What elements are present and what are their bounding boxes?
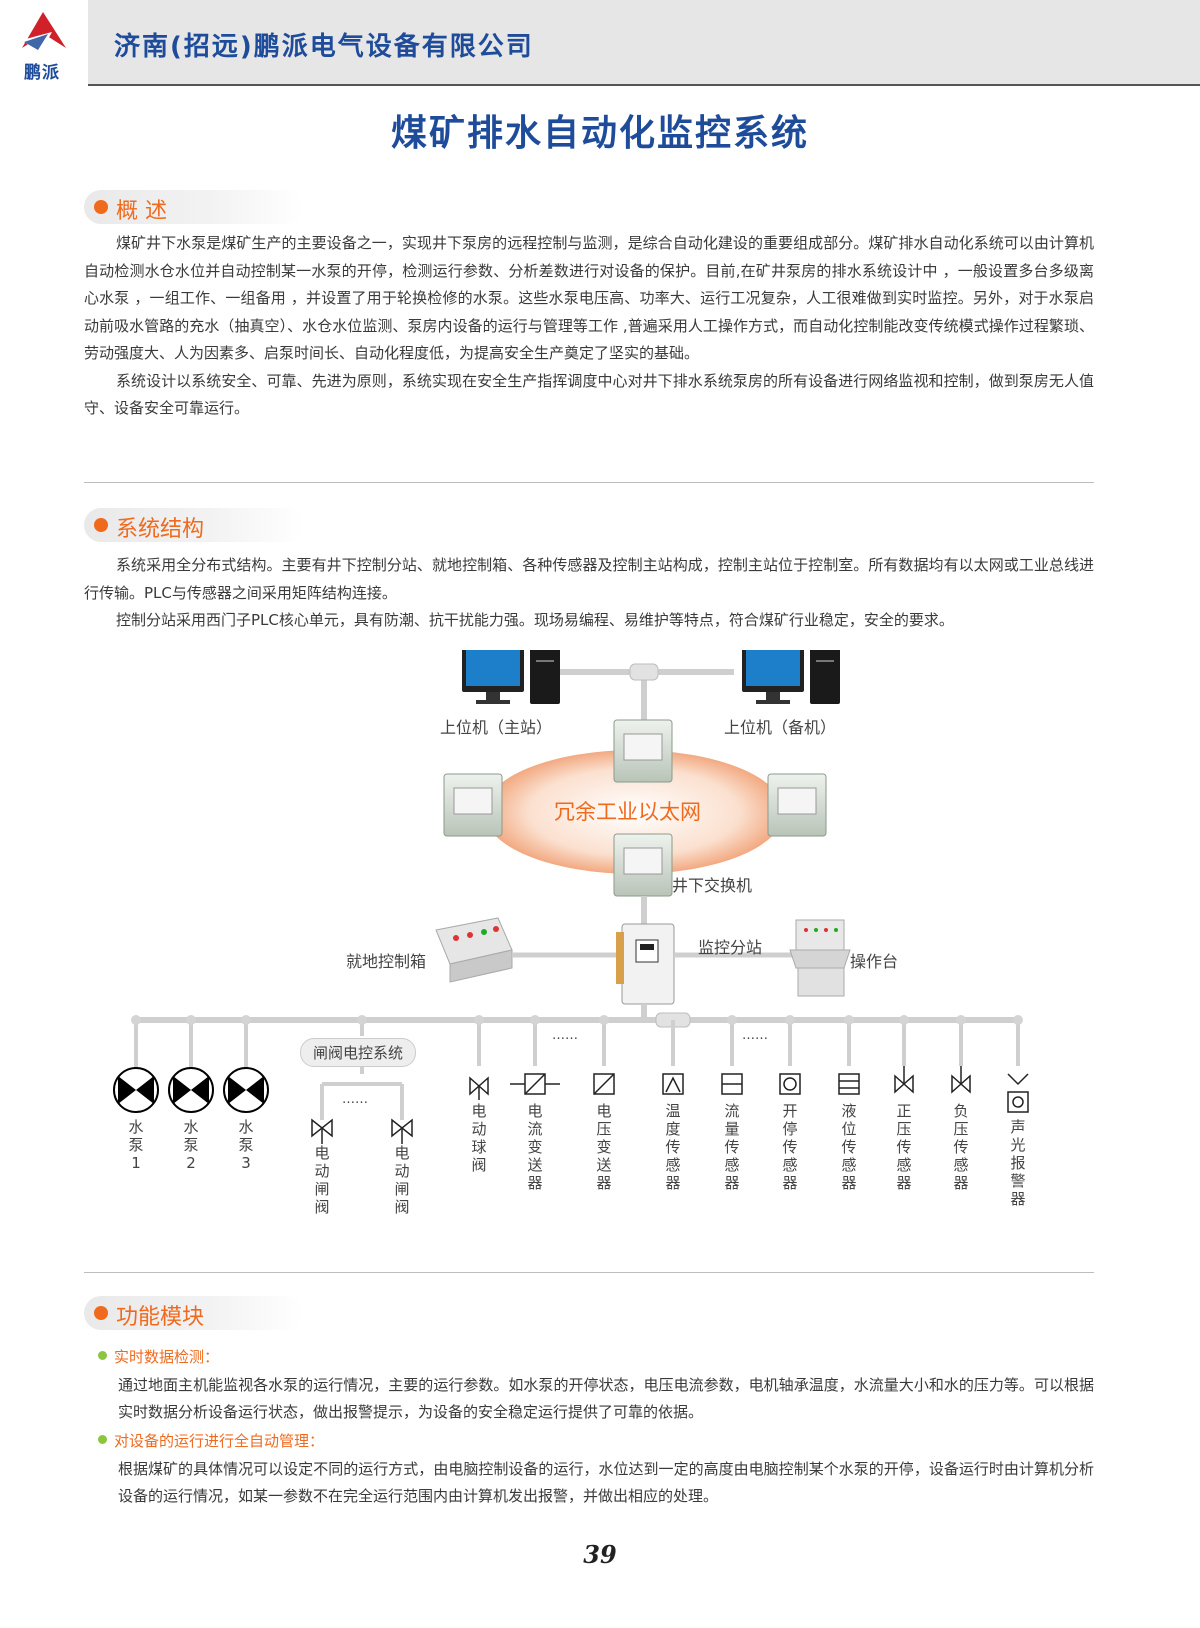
section-heading-functions: 功能模块 [84, 1296, 304, 1330]
logo-text: 鹏派 [24, 63, 60, 83]
pump-3-icon [223, 1067, 269, 1113]
monitoring-substation [616, 923, 675, 1005]
ethernet-ring [484, 750, 784, 874]
label-console: 操作台 [850, 952, 899, 971]
alarm-icon [1007, 1073, 1029, 1113]
flow-sensor-icon [721, 1073, 743, 1095]
label-switch: 井下交换机 [672, 876, 753, 895]
label-start-stop-sensor: 开停传感器 [782, 1102, 798, 1192]
paragraph: 系统设计以系统安全、可靠、先进为原则，系统实现在安全生产指挥调度中心对井下排水系… [84, 371, 1094, 418]
section-title: 功能模块 [116, 1305, 205, 1330]
function-item-body: 根据煤矿的具体情况可以设定不同的运行方式，由电脑控制设备的运行，水位达到一定的高… [118, 1460, 1094, 1505]
pump-2-icon [168, 1067, 214, 1113]
section-divider [84, 482, 1094, 483]
section-heading-overview: 概 述 [84, 190, 304, 224]
system-structure-diagram: 上位机（主站） 上位机（备机） 冗余工业以太网 井下交换机 就地控制箱 监控分站… [84, 650, 1094, 1250]
label-alarm: 声光报警器 [1010, 1118, 1026, 1208]
label-pump-2: 水泵2 [183, 1118, 199, 1172]
voltage-transmitter-icon [593, 1073, 615, 1095]
device-symbols [469, 1066, 1029, 1113]
switch-cabinet-right [767, 773, 827, 837]
label-substation: 监控分站 [698, 938, 763, 957]
bullet-icon [94, 200, 108, 214]
diagram-graphics [113, 650, 1029, 1144]
underground-switch-cabinet [613, 833, 673, 897]
gate-valve-icons [311, 1118, 413, 1144]
label-temperature-sensor: 温度传感器 [665, 1102, 681, 1192]
ball-valve-icon [469, 1076, 489, 1100]
switch-cabinet-left [443, 773, 503, 837]
label-level-sensor: 液位传感器 [841, 1102, 857, 1192]
device-dots-right: …… [742, 1028, 768, 1043]
switch-cabinet-top [613, 719, 673, 783]
operator-console [789, 919, 851, 997]
company-name: 济南(招远)鹏派电气设备有限公司 [114, 32, 534, 62]
company-logo: 鹏派 [0, 0, 88, 86]
paragraph: 煤矿井下水泵是煤矿生产的主要设备之一，实现井下泵房的远程控制与监测，是综合自动化… [84, 234, 1094, 362]
section-divider [84, 1272, 1094, 1273]
label-local-box: 就地控制箱 [346, 952, 427, 971]
start-stop-sensor-icon [779, 1073, 801, 1095]
function-item-title: 实时数据检测： [98, 1346, 219, 1367]
label-current-transmitter: 电流变送器 [527, 1102, 543, 1192]
label-host-main: 上位机（主站） [440, 718, 553, 737]
logo-arrow-icon [22, 12, 66, 54]
label-negative-pressure-sensor: 负压传感器 [953, 1102, 969, 1192]
label-pump-1: 水泵1 [128, 1118, 144, 1172]
green-bullet-icon [98, 1351, 107, 1360]
function-item-title: 对设备的运行进行全自动管理： [98, 1430, 324, 1451]
paragraph: 系统采用全分布式结构。主要有井下控制分站、就地控制箱、各种传感器及控制主站构成，… [84, 556, 1094, 602]
label-voltage-transmitter: 电压变送器 [596, 1102, 612, 1192]
pump-1-icon [113, 1067, 159, 1113]
gate-valve-1-icon [311, 1118, 333, 1144]
section-heading-structure: 系统结构 [84, 508, 304, 542]
page-number: 39 [583, 1540, 617, 1569]
section-title: 概 述 [116, 199, 167, 224]
gate-dots: …… [342, 1092, 368, 1107]
bullet-icon [94, 1306, 108, 1320]
label-positive-pressure-sensor: 正压传感器 [896, 1102, 912, 1192]
positive-pressure-sensor-icon [894, 1066, 914, 1094]
pump-icons [113, 1067, 269, 1113]
host-main-computer [462, 650, 560, 704]
temperature-sensor-icon [662, 1073, 684, 1095]
page-header: 鹏派 济南(招远)鹏派电气设备有限公司 [0, 0, 1200, 86]
label-pump-3: 水泵3 [238, 1118, 254, 1172]
label-flow-sensor: 流量传感器 [724, 1102, 740, 1192]
gate-system-pill: 闸阀电控系统 [300, 1038, 417, 1067]
device-dots-left: …… [552, 1028, 578, 1043]
label-gate-valve-1: 电动闸阀 [314, 1144, 330, 1216]
local-control-box [435, 917, 513, 983]
label-host-backup: 上位机（备机） [724, 718, 837, 737]
bullet-icon [94, 518, 108, 532]
negative-pressure-sensor-icon [951, 1066, 971, 1094]
green-bullet-icon [98, 1435, 107, 1444]
gate-valve-2-icon [391, 1118, 413, 1144]
bus-nodes [131, 1015, 1023, 1025]
field-bus [134, 1004, 1019, 1028]
page-title: 煤矿排水自动化监控系统 [390, 113, 809, 154]
header-divider [88, 84, 1200, 86]
header-band [88, 0, 1200, 84]
current-transmitter-icon [510, 1073, 560, 1095]
paragraph: 控制分站采用西门子PLC核心单元，具有防潮、抗干扰能力强。现场易编程、易维护等特… [116, 611, 954, 629]
label-gate-valve-2: 电动闸阀 [394, 1144, 410, 1216]
host-link-line [554, 663, 734, 742]
gate-subsystem-lines [320, 1062, 404, 1120]
function-item-body: 通过地面主机能监视各水泵的运行情况，主要的运行参数。如水泵的开停状态，电压电流参… [118, 1376, 1094, 1421]
level-sensor-icon [838, 1073, 860, 1095]
label-ball-valve: 电动球阀 [471, 1102, 487, 1174]
section-title: 系统结构 [116, 517, 205, 542]
structure-text: 系统采用全分布式结构。主要有井下控制分站、就地控制箱、各种传感器及控制主站构成，… [84, 552, 1094, 635]
overview-text: 煤矿井下水泵是煤矿生产的主要设备之一，实现井下泵房的远程控制与监测，是综合自动化… [84, 230, 1094, 423]
label-ethernet-ring: 冗余工业以太网 [554, 800, 701, 824]
host-backup-computer [742, 650, 840, 704]
